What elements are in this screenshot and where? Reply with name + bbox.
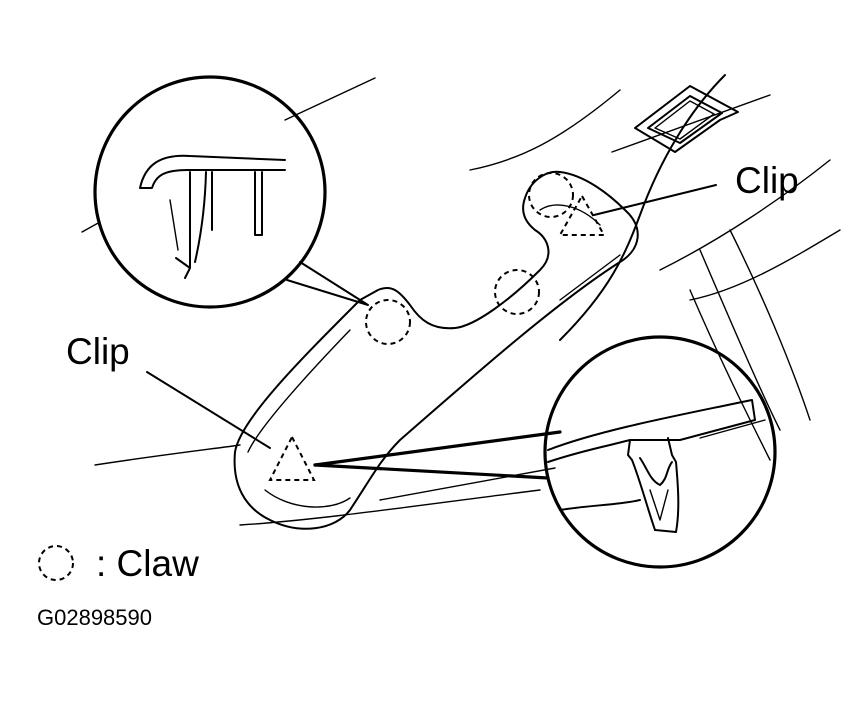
figure-code: G02898590 bbox=[37, 605, 152, 630]
claw-markers bbox=[365, 172, 574, 345]
clip-detail-leader-bottom bbox=[313, 463, 550, 480]
clip-label-lower: Clip bbox=[66, 331, 130, 372]
leader-lines bbox=[146, 184, 717, 480]
armrest-panel bbox=[233, 170, 639, 530]
legend-claw-symbol bbox=[38, 545, 74, 581]
clip-markers bbox=[268, 193, 606, 481]
clip-marker-lower bbox=[268, 434, 316, 481]
clip-upper-leader bbox=[593, 184, 717, 216]
door-background-lines bbox=[81, 74, 841, 526]
claw-detail-leader bbox=[286, 261, 369, 306]
clip-detail-bubble bbox=[543, 335, 777, 569]
clip-detail-leader-top bbox=[313, 430, 562, 467]
clip-label-upper: Clip bbox=[735, 160, 799, 201]
claw-marker-3 bbox=[528, 172, 574, 218]
claw-marker-1 bbox=[365, 299, 411, 345]
clip-marker-upper bbox=[558, 193, 606, 236]
window-switch-bezel bbox=[634, 85, 739, 153]
claw-marker-2 bbox=[494, 269, 540, 315]
clip-lower-leader bbox=[146, 371, 271, 449]
legend: : Claw bbox=[38, 543, 199, 584]
legend-text: : Claw bbox=[96, 543, 199, 584]
claw-detail-bubble bbox=[93, 75, 327, 309]
